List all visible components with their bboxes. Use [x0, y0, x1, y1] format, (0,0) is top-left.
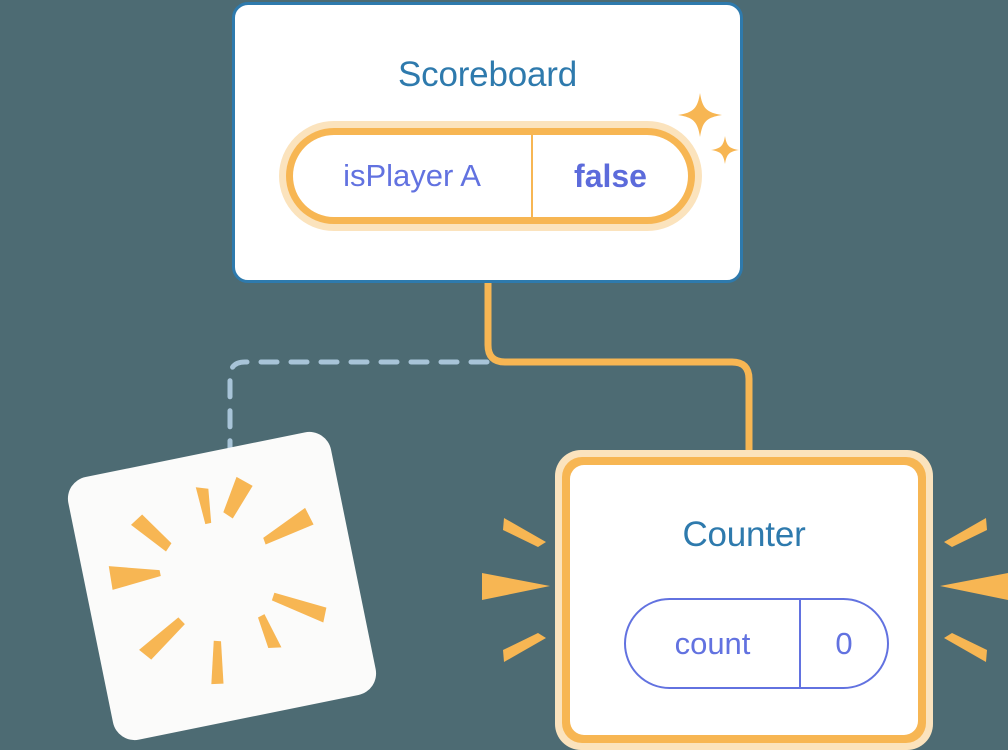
- scoreboard-state-pill[interactable]: isPlayer A false: [293, 135, 688, 217]
- ghost-ray-ne: [263, 507, 314, 545]
- counter-state-pill[interactable]: count 0: [624, 598, 889, 689]
- scoreboard-card-title: Scoreboard: [398, 55, 577, 94]
- counter-state-value: 0: [835, 625, 853, 661]
- counter-state-key: count: [674, 625, 751, 661]
- pill-divider: [531, 135, 533, 217]
- ghost-card[interactable]: [63, 427, 381, 745]
- ghost-ray-se: [271, 592, 327, 623]
- counter-card[interactable]: Counter count 0: [570, 465, 918, 735]
- ghost-ray-sse: [257, 614, 282, 649]
- counter-card-halo: Counter count 0: [555, 450, 933, 750]
- pill-divider: [799, 600, 801, 687]
- ghost-card-burst: [108, 476, 327, 685]
- ghost-ray-sw: [139, 617, 185, 660]
- ghost-dashed-connector: [227, 359, 490, 473]
- ghost-ray-n: [195, 487, 212, 525]
- scoreboard-counter-connector: [484, 283, 753, 470]
- scoreboard-state-pill-halo: isPlayer A false: [279, 121, 702, 231]
- ghost-ray-w: [108, 566, 161, 590]
- scoreboard-state-value: false: [574, 157, 647, 194]
- counter-card-title: Counter: [682, 515, 806, 554]
- ghost-ray-nne: [223, 476, 253, 519]
- ghost-ray-nw: [130, 514, 172, 552]
- scoreboard-state-key: isPlayer A: [343, 158, 481, 193]
- scoreboard-card[interactable]: Scoreboard isPlayer A false: [232, 2, 743, 283]
- ghost-ray-s: [211, 640, 224, 685]
- scoreboard-state-pill-border: isPlayer A false: [286, 128, 695, 224]
- counter-card-border: Counter count 0: [562, 457, 926, 743]
